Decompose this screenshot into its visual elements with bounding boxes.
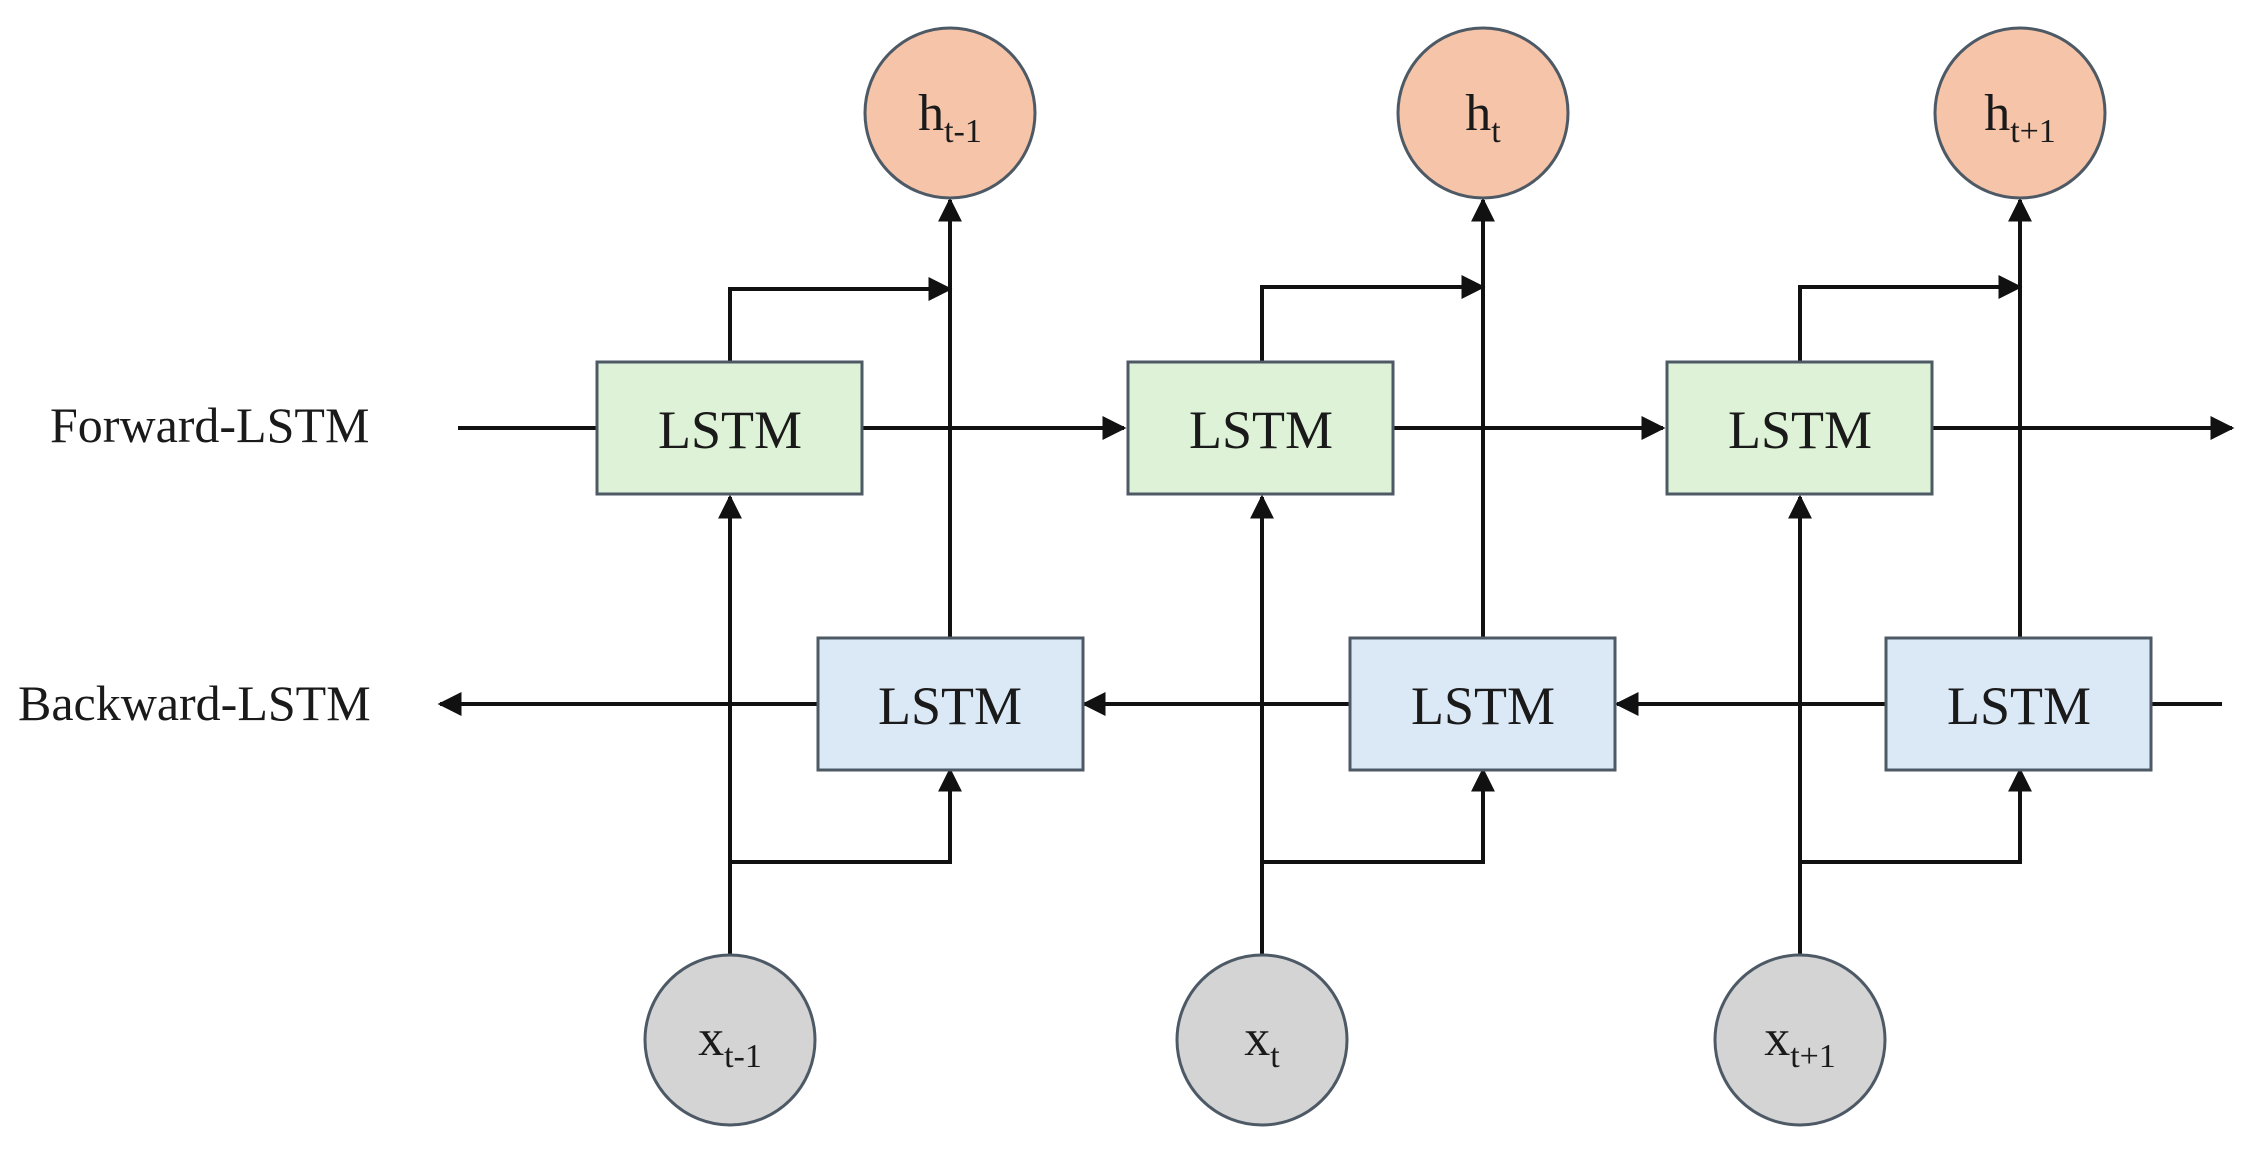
input-node-base: x (1764, 1010, 1790, 1067)
output-node-base: h (918, 85, 944, 142)
output-node-subscript: t (1491, 113, 1501, 150)
forward-lstm-label: Forward-LSTM (50, 397, 369, 453)
lstm-cell-label: LSTM (1728, 400, 1872, 460)
svg-text:ht+1: ht+1 (1984, 85, 2056, 150)
svg-text:ht-1: ht-1 (918, 85, 982, 150)
output-node-subscript: t-1 (944, 113, 982, 150)
input-node-base: x (698, 1010, 724, 1067)
lstm-cell-label: LSTM (878, 676, 1022, 736)
output-node-base: h (1984, 85, 2010, 142)
svg-text:xt-1: xt-1 (698, 1010, 762, 1075)
output-connections (728, 197, 2032, 638)
output-node-base: h (1465, 85, 1491, 142)
backward-lstm-label: Backward-LSTM (18, 675, 371, 731)
forward-lstm-cell-2: LSTM (1126, 360, 1395, 496)
output-node-h-t-plus-1: ht+1 (1933, 26, 2107, 200)
output-node-h-t: ht (1396, 26, 1570, 200)
backward-lstm-cell-1: LSTM (816, 636, 1085, 772)
input-node-subscript: t-1 (724, 1038, 762, 1075)
input-connections (718, 494, 2032, 955)
backward-lstm-cell-3: LSTM (1884, 636, 2153, 772)
forward-lstm-cell-3: LSTM (1665, 360, 1934, 496)
lstm-cell-label: LSTM (1411, 676, 1555, 736)
input-node-x-t-plus-1: xt+1 (1713, 953, 1887, 1127)
lstm-cell-label: LSTM (658, 400, 802, 460)
input-node-subscript: t (1270, 1038, 1280, 1075)
input-node-x-t: xt (1175, 953, 1349, 1127)
lstm-cell-label: LSTM (1947, 676, 2091, 736)
lstm-cell-label: LSTM (1189, 400, 1333, 460)
svg-text:xt+1: xt+1 (1764, 1010, 1836, 1075)
input-node-x-t-minus-1: xt-1 (643, 953, 817, 1127)
output-node-subscript: t+1 (2010, 113, 2056, 150)
forward-lstm-cell-1: LSTM (595, 360, 864, 496)
input-node-base: x (1244, 1010, 1270, 1067)
svg-text:ht: ht (1465, 85, 1501, 150)
svg-text:xt: xt (1244, 1010, 1280, 1075)
output-node-h-t-minus-1: ht-1 (863, 26, 1037, 200)
input-node-subscript: t+1 (1790, 1038, 1836, 1075)
backward-lstm-cell-2: LSTM (1348, 636, 1617, 772)
